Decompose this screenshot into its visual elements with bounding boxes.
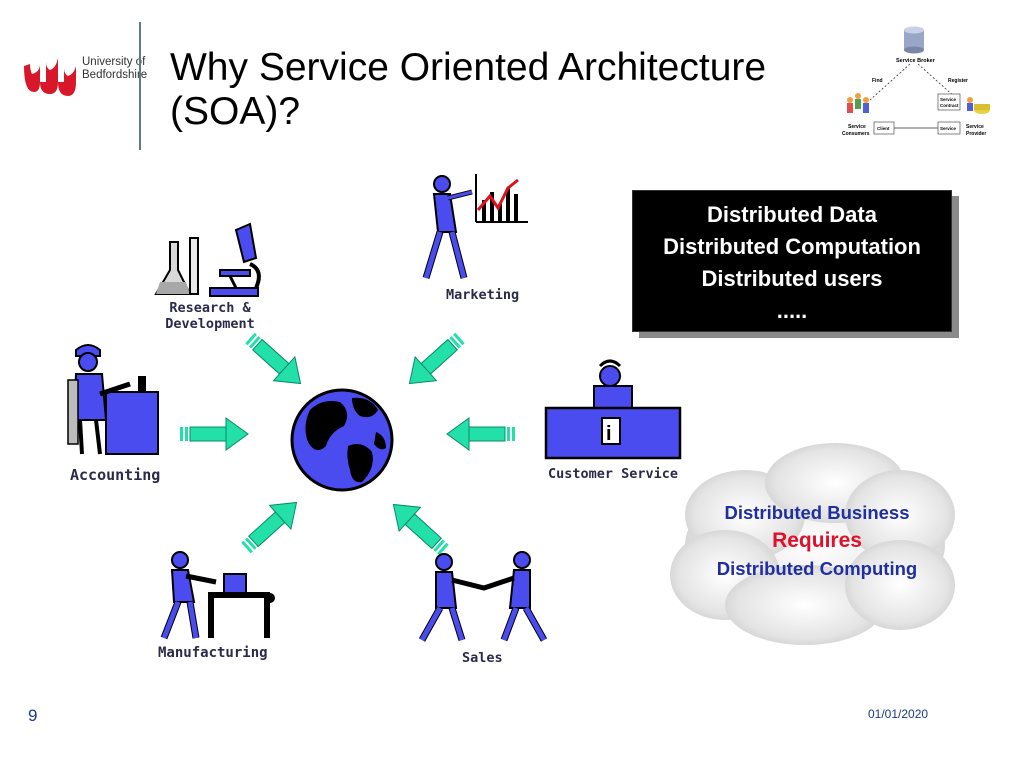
provider-icon xyxy=(967,97,990,114)
globe-icon xyxy=(290,388,394,492)
soa-provider-label-2: Provider xyxy=(966,131,986,137)
arrow-manufacturing xyxy=(234,490,308,561)
soa-broker-label: Service Broker xyxy=(896,58,936,64)
arrow-marketing xyxy=(398,325,472,396)
cloud-line-requires: Requires xyxy=(772,529,862,552)
label-marketing: Marketing xyxy=(446,287,520,303)
label-sales: Sales xyxy=(462,650,503,666)
soa-provider-label-1: Service xyxy=(966,124,984,130)
soa-register-label: Register xyxy=(948,78,968,84)
soa-contract-label-1: Service xyxy=(940,97,957,102)
distributed-box: Distributed Data Distributed Computation… xyxy=(632,190,952,332)
manufacturing-person-icon xyxy=(160,551,275,640)
cloud-line-computing: Distributed Computing xyxy=(716,558,918,579)
cloud-line-business: Distributed Business xyxy=(724,502,910,523)
arrow-accounting xyxy=(179,417,249,451)
slide-date: 01/01/2020 xyxy=(868,707,929,721)
label-manufacturing: Manufacturing xyxy=(158,645,268,661)
flask-icon xyxy=(154,237,199,295)
slide-title-line2: (SOA)? xyxy=(170,90,301,133)
cloud-shape xyxy=(670,443,955,645)
label-customer-service: Customer Service xyxy=(548,466,679,482)
logo-text-line1: University of xyxy=(82,56,146,68)
cloud-text: Distributed Business Requires Distribute… xyxy=(686,500,948,582)
slide-title-line1: Why Service Oriented Architecture xyxy=(170,46,767,89)
microscope-icon xyxy=(209,222,261,297)
ellipsis-text: ..... xyxy=(776,298,808,323)
soa-find-label: Find xyxy=(872,78,883,84)
accounting-person-icon xyxy=(67,344,159,455)
distributed-data-text: Distributed Data xyxy=(707,202,877,227)
logo-mark-icon xyxy=(24,58,76,96)
slide-title: Why Service Oriented Architecture (SOA)? xyxy=(170,46,870,134)
info-icon: i xyxy=(601,417,621,445)
label-research-line2: Development xyxy=(165,316,255,332)
soa-consumers-label-1: Service xyxy=(848,124,866,130)
label-research: Research & Development xyxy=(150,300,270,332)
soa-client-label: Client xyxy=(877,126,890,131)
arrow-customer-service xyxy=(446,417,516,451)
label-research-line1: Research & xyxy=(169,300,251,316)
arrow-research xyxy=(238,325,312,396)
research-icon xyxy=(154,222,261,297)
customer-service-icon: i xyxy=(544,359,682,460)
label-accounting: Accounting xyxy=(70,466,161,484)
consumers-icon xyxy=(847,93,869,113)
header-divider xyxy=(139,22,141,150)
logo-text-line2: Bedfordshire xyxy=(82,69,148,81)
page-number: 9 xyxy=(28,706,38,725)
soa-contract-label-2: Contract xyxy=(940,103,959,108)
business-departments-diagram: i xyxy=(67,174,682,642)
distributed-computation-text: Distributed Computation xyxy=(663,234,921,259)
sales-people-icon xyxy=(418,551,548,642)
marketing-person-icon xyxy=(422,175,473,280)
chart-icon xyxy=(475,174,528,223)
distributed-users-text: Distributed users xyxy=(701,266,883,291)
arrow-sales xyxy=(382,492,456,563)
soa-consumers-label-2: Consumers xyxy=(842,131,870,137)
database-icon xyxy=(904,26,924,54)
svg-text:i: i xyxy=(606,423,612,445)
university-logo: University of Bedfordshire xyxy=(20,52,148,112)
soa-triangle-diagram: Service Broker Find Register Service Con… xyxy=(842,26,990,137)
soa-service-label: Service xyxy=(940,126,957,131)
